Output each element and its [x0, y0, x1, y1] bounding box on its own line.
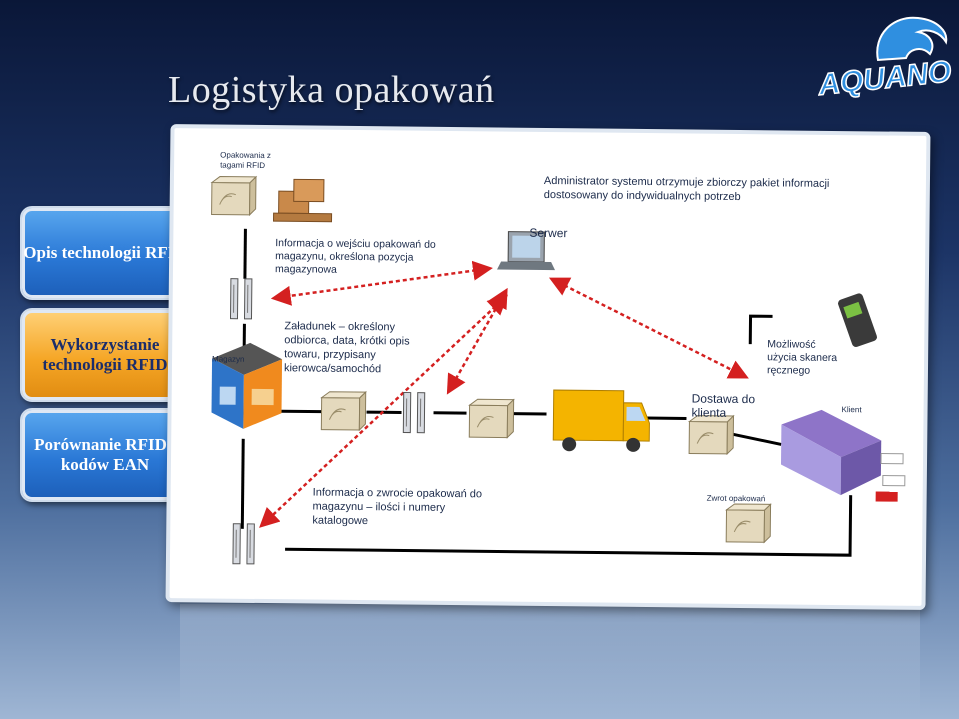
- handheld-scanner-icon: [838, 293, 877, 348]
- diagram-panel: Opakowania z tagami RFID Administrator s…: [165, 124, 931, 610]
- tab-opis-rfid[interactable]: Opis technologii RFID: [20, 206, 190, 300]
- skaner-text: Możliwość użycia skanera ręcznego: [766, 338, 838, 377]
- klient-label: Klient: [841, 405, 862, 415]
- cardboard-boxes-icon: [273, 178, 333, 223]
- tab-label: Wykorzystanie technologii RFID: [42, 335, 168, 374]
- zaladunek-text: Załadunek – określony odbiorca, data, kr…: [283, 320, 410, 376]
- rfid-gate-icon: [232, 523, 255, 565]
- zwrot-label: Zwrot opakowań: [706, 493, 766, 504]
- laptop-server-icon: [497, 231, 556, 271]
- aquano-logo: AQUANO: [818, 16, 953, 102]
- rfid-crate-icon: [320, 391, 367, 431]
- page-title: Logistyka opakowań: [168, 69, 495, 111]
- rfid-gate-icon: [229, 278, 253, 320]
- info-arrows: [259, 260, 749, 528]
- client-building-icon: [780, 409, 906, 502]
- rfid-gate-icon: [402, 391, 426, 434]
- tab-porownanie-rfid-ean[interactable]: Porównanie RFID i kodów EAN: [20, 408, 190, 502]
- delivery-truck-icon: [552, 389, 650, 452]
- info-wejscie-text: Informacja o wejściu opakowań do magazyn…: [274, 237, 436, 276]
- tab-label: Opis technologii RFID: [23, 243, 187, 263]
- server-label: Serwer: [529, 225, 568, 241]
- panel-reflection: [180, 604, 920, 719]
- dostawa-label: Dostawa do klienta: [691, 391, 756, 420]
- rfid-crate-icon: [688, 414, 734, 455]
- magazyn-label: Magazyn: [212, 354, 245, 364]
- wave-logo-icon: [876, 16, 948, 62]
- admin-info-text: Administrator systemu otrzymuje zbiorczy…: [543, 174, 830, 204]
- opakowania-label: Opakowania z tagami RFID: [220, 150, 271, 171]
- logo-text: AQUANO: [818, 55, 953, 102]
- rfid-crate-icon: [468, 398, 515, 439]
- tab-label: Porównanie RFID i kodów EAN: [34, 435, 176, 474]
- logistics-diagram: [211, 175, 906, 565]
- info-zwrot-text: Informacja o zwrocie opakowań do magazyn…: [312, 486, 483, 528]
- tab-wykorzystanie-rfid[interactable]: Wykorzystanie technologii RFID: [20, 308, 190, 402]
- rfid-crate-icon: [725, 503, 772, 543]
- warehouse-icon: [211, 342, 283, 429]
- rfid-crate-icon: [211, 175, 257, 216]
